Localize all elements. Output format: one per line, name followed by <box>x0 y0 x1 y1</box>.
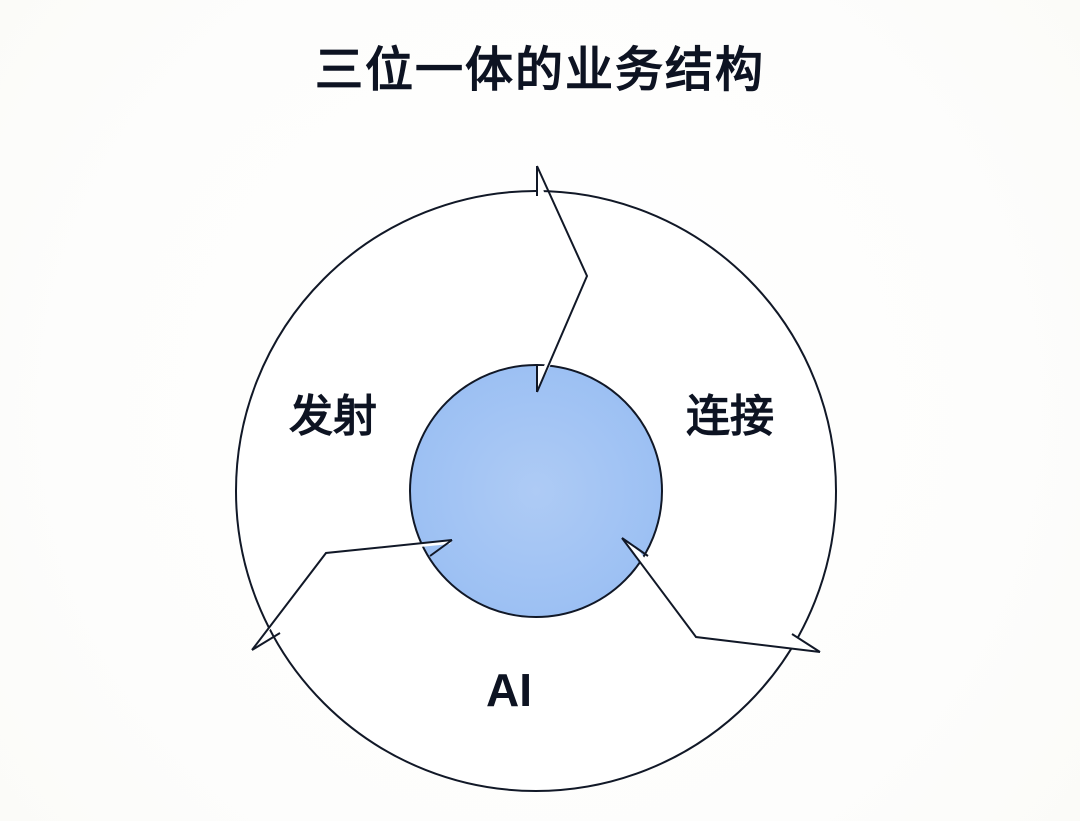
core-circle <box>409 364 663 618</box>
divider-arrow-right <box>621 537 821 653</box>
segment-label-fashe: 发射 <box>289 391 377 442</box>
divider-arrow-left <box>251 539 453 651</box>
segment-label-lianjie: 连接 <box>686 391 774 442</box>
segment-label-ai: AI <box>486 664 532 716</box>
divider-arrow-top <box>536 165 589 393</box>
page-title: 三位一体的业务结构 <box>314 42 765 98</box>
